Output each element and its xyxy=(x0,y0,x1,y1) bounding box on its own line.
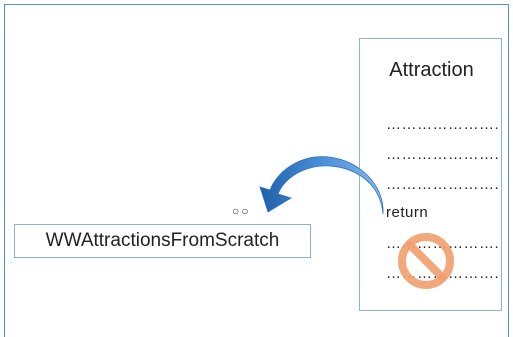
attraction-box: Attraction …………………. …………………. …………………. re… xyxy=(359,38,502,311)
attraction-title: Attraction xyxy=(389,59,474,81)
target-label-box: WWAttractionsFromScratch xyxy=(14,224,311,258)
attraction-line: …………………. xyxy=(386,146,500,163)
attraction-return-line: return xyxy=(386,204,429,221)
attraction-line: …………………. xyxy=(386,176,500,193)
outer-frame xyxy=(4,4,509,337)
attraction-line: …………………. xyxy=(386,116,500,133)
target-label: WWAttractionsFromScratch xyxy=(45,230,280,251)
circles-icon: ○○ xyxy=(232,204,251,218)
